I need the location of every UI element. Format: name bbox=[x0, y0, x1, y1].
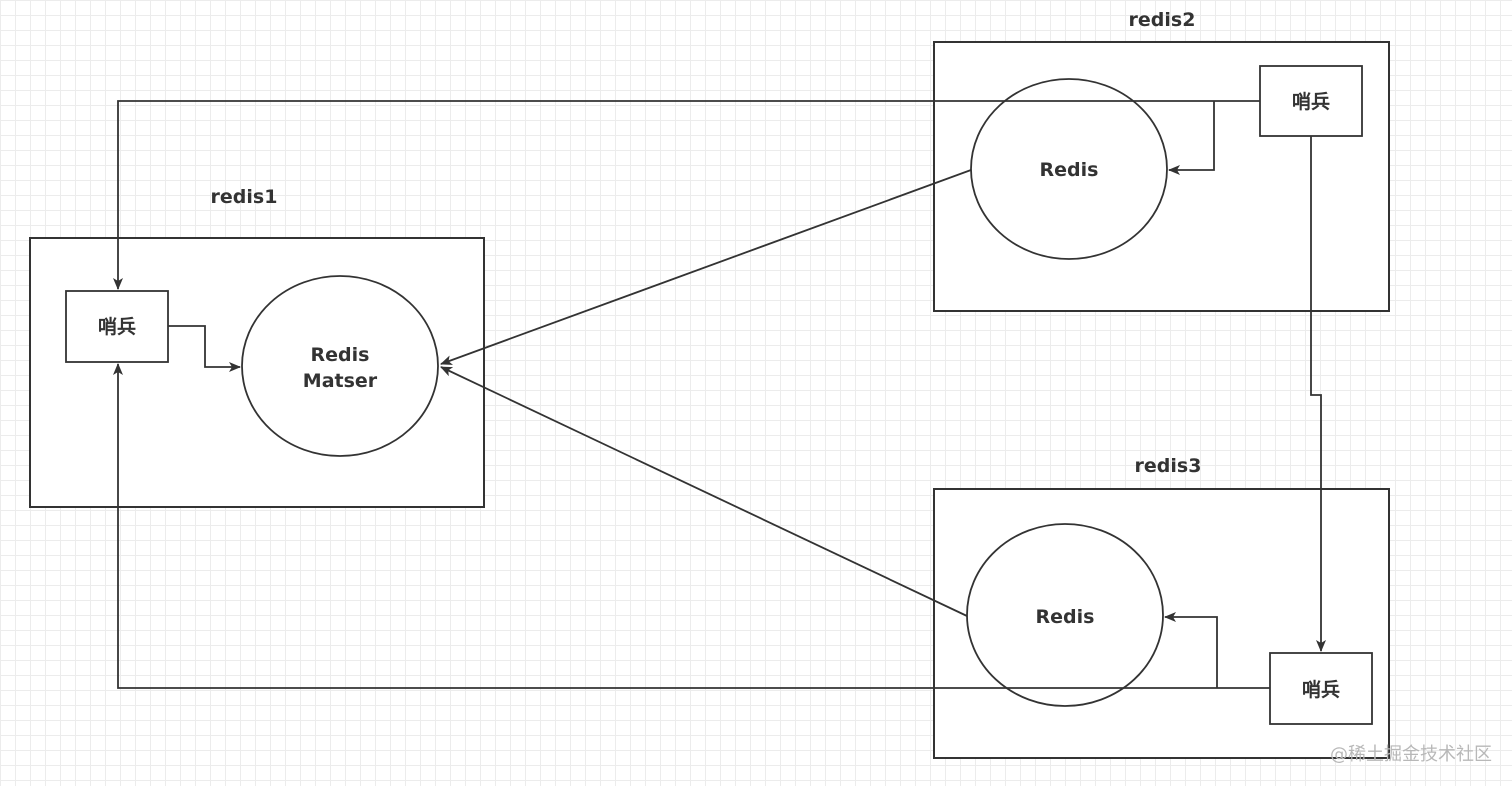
edge-redis2-to-master bbox=[440, 169, 972, 365]
container-label-redis2: redis2 bbox=[1129, 9, 1196, 31]
node-redis-master[interactable] bbox=[241, 275, 439, 457]
node-redis2[interactable] bbox=[970, 78, 1168, 260]
node-sentinel3[interactable] bbox=[1269, 652, 1373, 725]
node-redis3[interactable] bbox=[966, 523, 1164, 707]
edge-sentinel3-to-redis3 bbox=[1164, 612, 1218, 688]
edge-sentinel2-to-sentinel3 bbox=[1310, 136, 1326, 652]
edge-redis3-to-master bbox=[440, 366, 968, 617]
node-label-master-line1: Redis bbox=[311, 344, 370, 366]
node-label-sentinel3: 哨兵 bbox=[1302, 679, 1340, 701]
edge-sentinel3-to-sentinel1 bbox=[113, 363, 1270, 689]
node-label-redis3: Redis bbox=[1036, 606, 1095, 628]
node-sentinel2[interactable] bbox=[1259, 65, 1363, 137]
node-sentinel1[interactable] bbox=[65, 290, 169, 363]
node-label-redis2: Redis bbox=[1040, 159, 1099, 181]
watermark: @稀土掘金技术社区 bbox=[1330, 744, 1492, 765]
edge-sentinel1-to-master bbox=[168, 325, 241, 372]
edge-sentinel2-to-redis2 bbox=[1168, 101, 1215, 175]
node-label-master-line2: Matser bbox=[303, 370, 378, 392]
edge-sentinel2-to-sentinel1 bbox=[113, 100, 1260, 290]
container-label-redis1: redis1 bbox=[211, 186, 278, 208]
container-label-redis3: redis3 bbox=[1135, 455, 1202, 477]
node-label-sentinel2: 哨兵 bbox=[1292, 91, 1330, 113]
node-label-sentinel1: 哨兵 bbox=[98, 316, 136, 338]
